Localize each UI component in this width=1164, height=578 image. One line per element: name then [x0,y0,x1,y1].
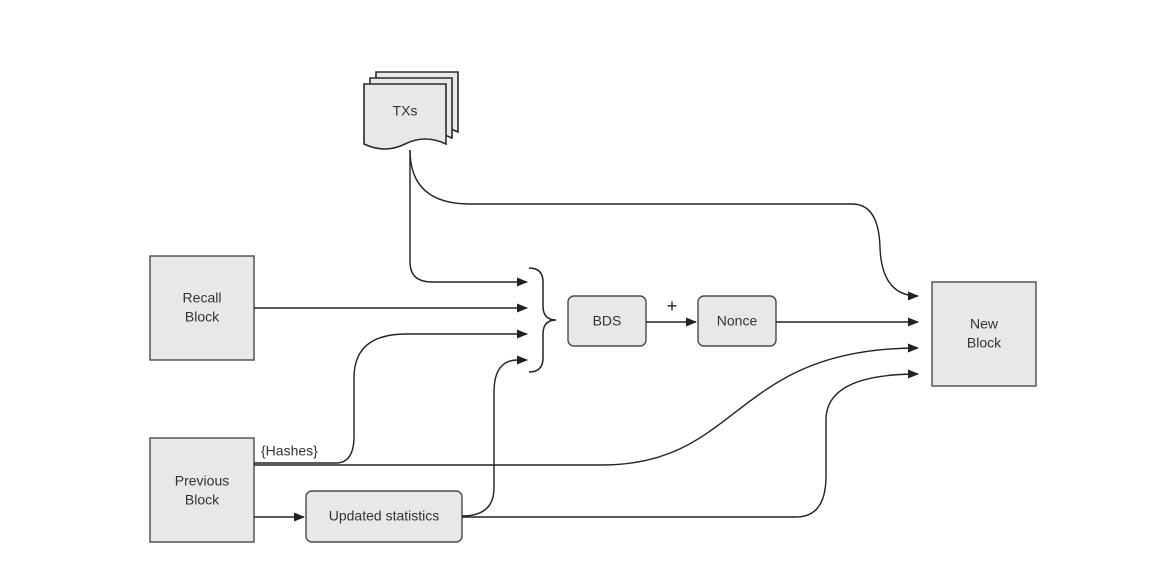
recall-block-label-line2: Block [185,309,220,325]
plus-label: + [667,296,678,316]
hashes-label: {Hashes} [261,443,318,459]
grouping-brace [528,267,557,373]
edge-previous-hashes-to-brace [254,329,529,464]
updated-statistics-label: Updated statistics [329,508,440,524]
recall-block-label-line1: Recall [183,290,222,306]
edge-txs-to-brace [409,150,529,287]
edge-statistics-to-newblock [462,369,920,518]
new-block-label-line1: New [970,316,999,332]
previous-block-label-line1: Previous [175,473,229,489]
new-block-node: New Block [931,281,1037,387]
previous-block-label-line2: Block [185,492,220,508]
previous-block-node: Previous Block [149,437,255,543]
txs-label: TXs [393,103,418,119]
nonce-node: Nonce [697,295,777,347]
nonce-label: Nonce [717,313,758,329]
updated-statistics-node: Updated statistics [305,490,463,543]
edge-txs-to-newblock [409,149,920,301]
new-block-label-line2: Block [967,335,1002,351]
txs-document: TXs [363,71,459,150]
bds-node: BDS [567,295,647,347]
recall-block-node: Recall Block [149,255,255,361]
edge-previous-to-newblock [254,343,920,466]
bds-label: BDS [593,313,622,329]
edge-statistics-to-brace [461,355,529,517]
